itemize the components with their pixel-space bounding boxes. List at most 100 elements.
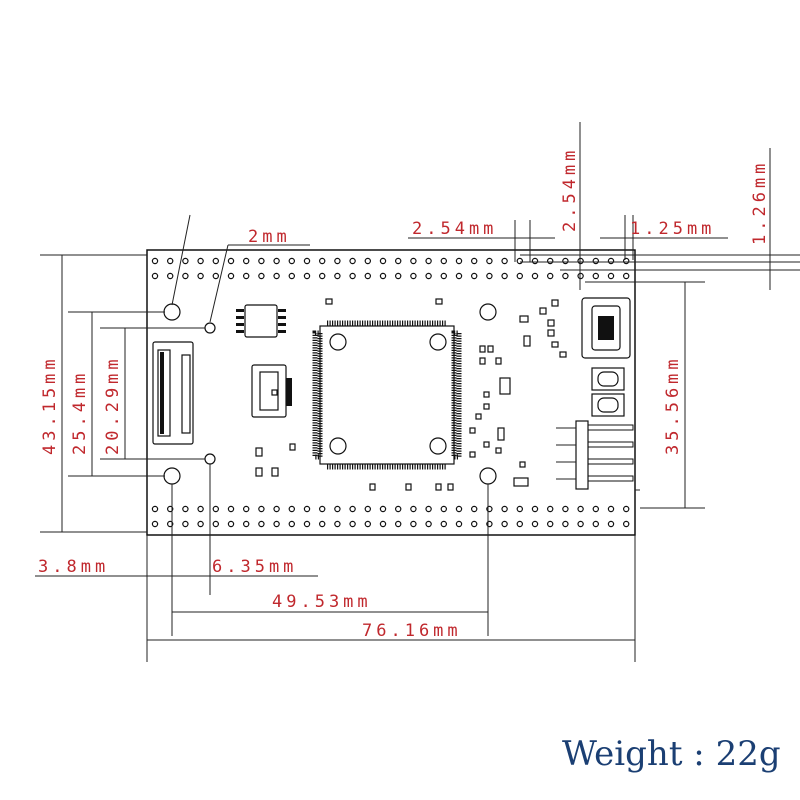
header-pin-hole bbox=[303, 272, 311, 280]
smd-component bbox=[483, 441, 490, 448]
header-pin-hole bbox=[471, 272, 478, 280]
header-pin-hole bbox=[151, 272, 159, 280]
header-pin-hole bbox=[319, 257, 326, 265]
header-pin-hole bbox=[197, 257, 204, 265]
header-pin-hole bbox=[303, 257, 311, 265]
header-pin-hole bbox=[182, 257, 189, 265]
smd-component bbox=[289, 443, 296, 451]
smd-component bbox=[547, 319, 555, 327]
header-pin-hole bbox=[623, 257, 630, 265]
header-pin-hole bbox=[319, 505, 326, 513]
header-pin-hole bbox=[486, 272, 493, 280]
header-pin-hole bbox=[547, 257, 554, 265]
smd-component bbox=[547, 329, 555, 337]
dimension-1-26mm: 1.26mm bbox=[750, 160, 770, 245]
header-pin-hole bbox=[212, 505, 219, 513]
header-pin-hole bbox=[227, 505, 235, 513]
header-pin-hole bbox=[455, 520, 463, 528]
header-pin-hole bbox=[471, 520, 478, 528]
header-pin-hole bbox=[607, 257, 615, 265]
header-pin-hole bbox=[410, 505, 417, 513]
header-pin-hole bbox=[212, 272, 219, 280]
header-pin-hole bbox=[577, 505, 584, 513]
header-pin-hole bbox=[288, 505, 295, 513]
header-pin-hole bbox=[410, 520, 417, 528]
header-pin-hole bbox=[364, 272, 371, 280]
top-header-pins bbox=[151, 257, 630, 280]
header-pin-hole bbox=[607, 505, 615, 513]
smd-component bbox=[469, 451, 476, 458]
smd-component bbox=[495, 447, 502, 454]
header-pin-hole bbox=[471, 505, 478, 513]
dimension-2-54mm-vertical: 2.54mm bbox=[560, 147, 580, 232]
header-pin-hole bbox=[562, 257, 569, 265]
header-pin-hole bbox=[516, 257, 524, 265]
dimension-6-35mm: 6.35mm bbox=[212, 557, 297, 577]
header-pin-hole bbox=[592, 520, 600, 528]
header-pin-hole bbox=[410, 272, 417, 280]
header-pin-hole bbox=[455, 257, 463, 265]
header-pin-hole bbox=[562, 505, 569, 513]
header-pin-hole bbox=[455, 505, 463, 513]
header-pin-hole bbox=[288, 520, 295, 528]
header-pin-hole bbox=[166, 257, 174, 265]
right-angle-pin-header bbox=[556, 420, 634, 490]
header-pin-hole bbox=[288, 272, 295, 280]
header-pin-hole bbox=[531, 520, 539, 528]
header-pin-hole bbox=[592, 257, 600, 265]
dimension-20-29mm: 20.29mm bbox=[103, 355, 123, 455]
header-pin-hole bbox=[562, 520, 569, 528]
header-pin-hole bbox=[425, 520, 432, 528]
header-pin-hole bbox=[258, 272, 265, 280]
header-pin-hole bbox=[258, 257, 265, 265]
header-pin-hole bbox=[242, 257, 250, 265]
smd-component bbox=[405, 483, 412, 491]
header-pin-hole bbox=[273, 257, 280, 265]
header-pin-hole bbox=[242, 505, 250, 513]
header-pin-hole bbox=[334, 520, 341, 528]
bottom-header-pins bbox=[151, 505, 630, 528]
flash-chip bbox=[236, 304, 286, 338]
header-pin-hole bbox=[486, 520, 493, 528]
smd-component bbox=[551, 299, 559, 307]
smd-component bbox=[495, 357, 502, 365]
header-pin-hole bbox=[425, 257, 432, 265]
header-pin-hole bbox=[303, 505, 311, 513]
header-pin-hole bbox=[501, 272, 508, 280]
dimension-76-16mm: 76.16mm bbox=[362, 621, 462, 641]
weight-label: Weight : 22g bbox=[562, 734, 781, 774]
header-pin-hole bbox=[379, 257, 387, 265]
header-pin-hole bbox=[182, 505, 189, 513]
header-pin-hole bbox=[349, 505, 356, 513]
header-pin-hole bbox=[379, 520, 387, 528]
header-pin-hole bbox=[258, 520, 265, 528]
header-pin-hole bbox=[425, 505, 432, 513]
header-pin-hole bbox=[212, 257, 219, 265]
smd-component bbox=[523, 335, 531, 347]
pcb-outline bbox=[146, 249, 636, 536]
header-pin-hole bbox=[410, 257, 417, 265]
mounting-hole-top-right bbox=[479, 303, 497, 321]
header-pin-hole bbox=[227, 520, 235, 528]
header-pin-hole bbox=[182, 520, 189, 528]
header-pin-hole bbox=[547, 520, 554, 528]
header-pin-hole bbox=[151, 505, 159, 513]
dimension-1-25mm: 1.25mm bbox=[630, 219, 715, 239]
header-pin-hole bbox=[471, 257, 478, 265]
header-pin-hole bbox=[334, 505, 341, 513]
header-pin-hole bbox=[592, 272, 600, 280]
passive-components bbox=[255, 298, 567, 491]
header-pin-hole bbox=[623, 520, 630, 528]
smd-component bbox=[483, 391, 490, 398]
smd-component bbox=[519, 461, 526, 468]
smd-component bbox=[369, 483, 376, 491]
smd-component bbox=[539, 307, 547, 315]
smd-component bbox=[551, 341, 559, 348]
header-pin-hole bbox=[303, 520, 311, 528]
header-pin-hole bbox=[166, 272, 174, 280]
smd-component bbox=[475, 413, 482, 420]
header-pin-hole bbox=[258, 505, 265, 513]
header-pin-hole bbox=[166, 505, 174, 513]
header-pin-hole bbox=[486, 257, 493, 265]
